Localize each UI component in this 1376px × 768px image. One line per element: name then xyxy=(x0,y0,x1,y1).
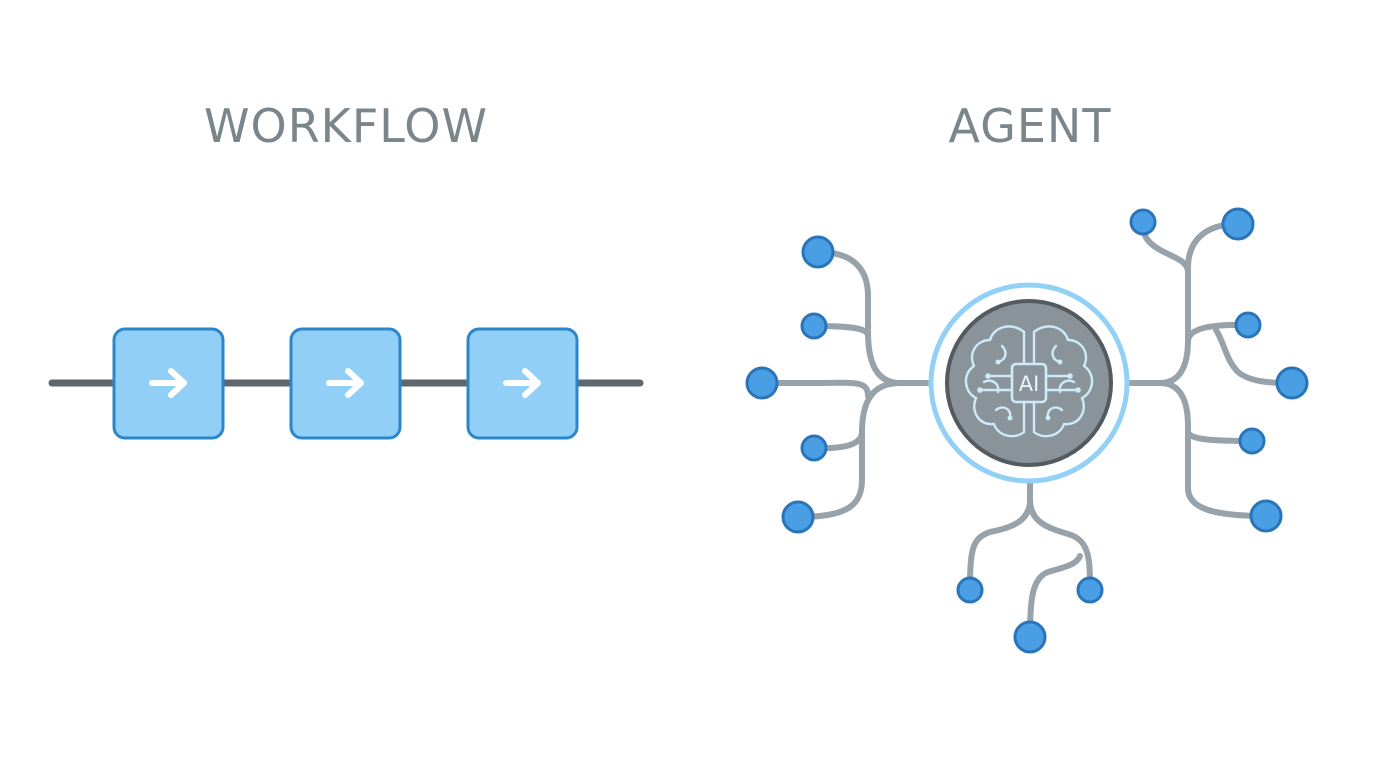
agent-node xyxy=(1275,366,1309,400)
workflow-step-2 xyxy=(289,327,402,440)
agent-node xyxy=(801,235,835,269)
agent-node xyxy=(781,500,815,534)
agent-node xyxy=(1129,208,1157,236)
agent-node xyxy=(1234,311,1262,339)
agent-core: AI xyxy=(928,282,1130,484)
agent-node xyxy=(1249,499,1283,533)
agent-node xyxy=(956,576,984,604)
arrow-right-icon xyxy=(503,368,541,398)
agent-node xyxy=(1076,576,1104,604)
agent-node xyxy=(745,366,779,400)
agent-node xyxy=(1013,620,1047,654)
arrow-right-icon xyxy=(326,368,364,398)
agent-diagram: AI xyxy=(745,207,1309,654)
agent-node xyxy=(1238,427,1266,455)
workflow-diagram xyxy=(48,327,644,440)
circuit-dots xyxy=(977,359,1081,421)
agent-node xyxy=(1221,207,1255,241)
arrow-right-icon xyxy=(149,368,187,398)
workflow-step-1 xyxy=(112,327,225,440)
agent-node xyxy=(800,312,828,340)
agent-nodes xyxy=(745,207,1309,654)
agent-node xyxy=(800,434,828,462)
workflow-step-3 xyxy=(466,327,579,440)
agent-core-label: AI xyxy=(1019,372,1040,396)
workflow-title: WORKFLOW xyxy=(204,99,488,153)
agent-title: AGENT xyxy=(948,99,1112,153)
